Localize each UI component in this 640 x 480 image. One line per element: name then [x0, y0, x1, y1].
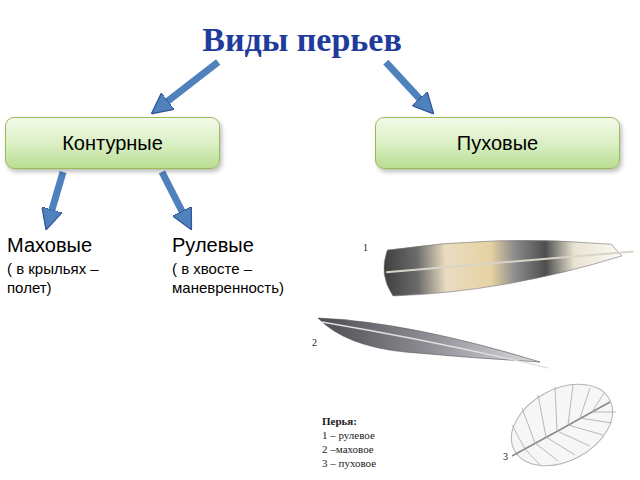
callout-number: 3: [503, 451, 508, 462]
node-note: ( в хвосте – маневренность): [172, 260, 312, 298]
key-entry: 1 – рулевое: [322, 429, 375, 442]
flight-feather: [318, 318, 548, 368]
feather-vane: [318, 318, 540, 362]
feather-shaft: [322, 322, 548, 368]
callout-number: 1: [363, 242, 368, 253]
key-heading: Перья:: [322, 415, 357, 428]
feather-vane: [383, 236, 623, 296]
down-feather: [497, 368, 626, 480]
arrow-connector: [162, 172, 184, 215]
feather-barbs: [512, 385, 616, 465]
arrow-connector: [386, 62, 422, 101]
key-entry: 2 –маховое: [322, 443, 374, 456]
node-note: ( в крыльях – полет): [7, 260, 137, 298]
title-node: Виды перьев: [202, 20, 402, 59]
subcategory-node: Маховые ( в крыльях – полет): [7, 233, 137, 298]
node-label: Контурные: [62, 131, 163, 155]
tail-feather: [383, 236, 635, 296]
feather-shaft: [512, 402, 610, 456]
subcategory-node: Рулевые ( в хвосте – маневренность): [172, 233, 312, 298]
key-entry: 3 – пуховое: [322, 457, 376, 470]
box-content: Контурные: [62, 131, 163, 155]
arrow-connector: [51, 172, 63, 214]
box-content: Пуховые: [457, 131, 538, 155]
feather-shaft: [386, 252, 634, 273]
category-box: Контурные: [5, 117, 220, 169]
node-label: Пуховые: [457, 131, 538, 155]
node-label: Маховые: [7, 233, 137, 257]
arrow-connector: [165, 62, 219, 103]
category-box: Пуховые: [375, 117, 620, 169]
callout-number: 2: [312, 337, 317, 348]
title-text: Виды перьев: [202, 20, 402, 59]
node-label: Рулевые: [172, 233, 312, 257]
feather-vane: [497, 368, 626, 480]
